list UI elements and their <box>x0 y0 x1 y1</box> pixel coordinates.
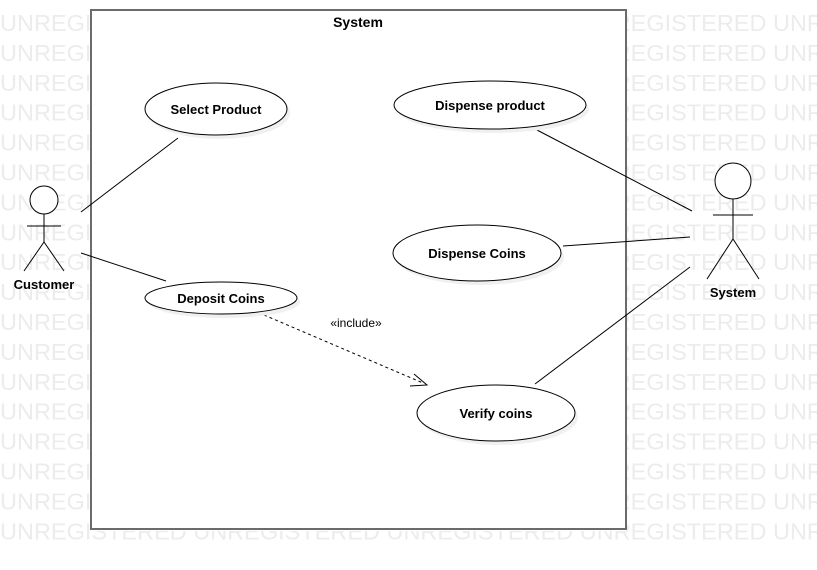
watermark-text: UNREGISTERED UNREGISTERED UNREGISTERED U… <box>0 130 817 156</box>
include-dependency-line[interactable] <box>263 314 424 384</box>
use-case-label: Dispense Coins <box>428 246 526 261</box>
actor-system[interactable]: System <box>706 162 760 300</box>
watermark-text: UNREGISTERED UNREGISTERED UNREGISTERED U… <box>0 160 817 186</box>
system-boundary[interactable] <box>90 9 627 530</box>
actor-label: Customer <box>14 277 75 292</box>
watermark-text: UNREGISTERED UNREGISTERED UNREGISTERED U… <box>0 518 817 544</box>
watermark-text: UNREGISTERED UNREGISTERED UNREGISTERED U… <box>0 10 817 36</box>
watermark-text: UNREGISTERED UNREGISTERED UNREGISTERED U… <box>0 279 817 305</box>
associations <box>80 129 693 385</box>
watermark-text: UNREGISTERED UNREGISTERED UNREGISTERED U… <box>0 488 817 514</box>
watermark-text: UNREGISTERED UNREGISTERED UNREGISTERED U… <box>0 399 817 425</box>
use-case-deposit-coins[interactable]: Deposit Coins <box>144 281 300 318</box>
use-case-verify-coins[interactable]: Verify coins <box>416 384 578 445</box>
watermark: UNREGISTERED UNREGISTERED UNREGISTERED U… <box>0 10 817 544</box>
actor-customer[interactable]: Customer <box>14 185 75 292</box>
association-system-verify-coins[interactable] <box>534 266 691 385</box>
watermark-text: UNREGISTERED UNREGISTERED UNREGISTERED U… <box>0 309 817 335</box>
use-case-dispense-product[interactable]: Dispense product <box>393 80 589 133</box>
association-customer-select-product[interactable] <box>80 137 179 213</box>
watermark-text: UNREGISTERED UNREGISTERED UNREGISTERED U… <box>0 40 817 66</box>
watermark-text: UNREGISTERED UNREGISTERED UNREGISTERED U… <box>0 518 817 544</box>
stick-figure-icon <box>706 162 760 280</box>
watermark-text: UNREGISTERED UNREGISTERED UNREGISTERED U… <box>0 399 817 425</box>
boundary-title: System <box>333 14 383 30</box>
watermark-text: UNREGISTERED UNREGISTERED UNREGISTERED U… <box>0 309 817 335</box>
watermark-text: UNREGISTERED UNREGISTERED UNREGISTERED U… <box>0 339 817 365</box>
watermark-text: UNREGISTERED UNREGISTERED UNREGISTERED U… <box>0 249 817 275</box>
watermark-text: UNREGISTERED UNREGISTERED UNREGISTERED U… <box>0 279 817 305</box>
use-case-dispense-coins[interactable]: Dispense Coins <box>392 224 564 285</box>
watermark-text: UNREGISTERED UNREGISTERED UNREGISTERED U… <box>0 100 817 126</box>
stick-figure-icon <box>23 185 65 272</box>
use-case-label: Dispense product <box>435 98 545 113</box>
watermark-text: UNREGISTERED UNREGISTERED UNREGISTERED U… <box>0 10 817 36</box>
watermark-text: UNREGISTERED UNREGISTERED UNREGISTERED U… <box>0 40 817 66</box>
watermark-text: UNREGISTERED UNREGISTERED UNREGISTERED U… <box>0 369 817 395</box>
watermark-text: UNREGISTERED UNREGISTERED UNREGISTERED U… <box>0 130 817 156</box>
watermark-text: UNREGISTERED UNREGISTERED UNREGISTERED U… <box>0 219 817 245</box>
include-stereotype-label: «include» <box>330 316 382 330</box>
association-system-dispense-coins[interactable] <box>562 236 691 247</box>
use-case-label: Deposit Coins <box>177 291 264 306</box>
watermark-text: UNREGISTERED UNREGISTERED UNREGISTERED U… <box>0 459 817 485</box>
watermark-text: UNREGISTERED UNREGISTERED UNREGISTERED U… <box>0 429 817 455</box>
watermark-text: UNREGISTERED UNREGISTERED UNREGISTERED U… <box>0 70 817 96</box>
watermark-text: UNREGISTERED UNREGISTERED UNREGISTERED U… <box>0 219 817 245</box>
watermark-text: UNREGISTERED UNREGISTERED UNREGISTERED U… <box>0 339 817 365</box>
watermark-text: UNREGISTERED UNREGISTERED UNREGISTERED U… <box>0 369 817 395</box>
watermark-text: UNREGISTERED UNREGISTERED UNREGISTERED U… <box>0 249 817 275</box>
actor-label: System <box>710 285 756 300</box>
watermark-text: UNREGISTERED UNREGISTERED UNREGISTERED U… <box>0 488 817 514</box>
watermark-text: UNREGISTERED UNREGISTERED UNREGISTERED U… <box>0 100 817 126</box>
watermark-text: UNREGISTERED UNREGISTERED UNREGISTERED U… <box>0 189 817 215</box>
association-customer-deposit-coins[interactable] <box>80 252 167 282</box>
watermark-text: UNREGISTERED UNREGISTERED UNREGISTERED U… <box>0 429 817 455</box>
watermark-text: UNREGISTERED UNREGISTERED UNREGISTERED U… <box>0 459 817 485</box>
include-arrowhead <box>409 373 429 387</box>
watermark-text: UNREGISTERED UNREGISTERED UNREGISTERED U… <box>0 160 817 186</box>
watermark-text: UNREGISTERED UNREGISTERED UNREGISTERED U… <box>0 518 817 544</box>
use-case-label: Select Product <box>170 102 262 117</box>
watermark-text: UNREGISTERED UNREGISTERED UNREGISTERED U… <box>0 70 817 96</box>
association-system-dispense-product[interactable] <box>536 129 693 212</box>
use-case-label: Verify coins <box>460 406 533 421</box>
use-case-select-product[interactable]: Select Product <box>144 82 290 139</box>
